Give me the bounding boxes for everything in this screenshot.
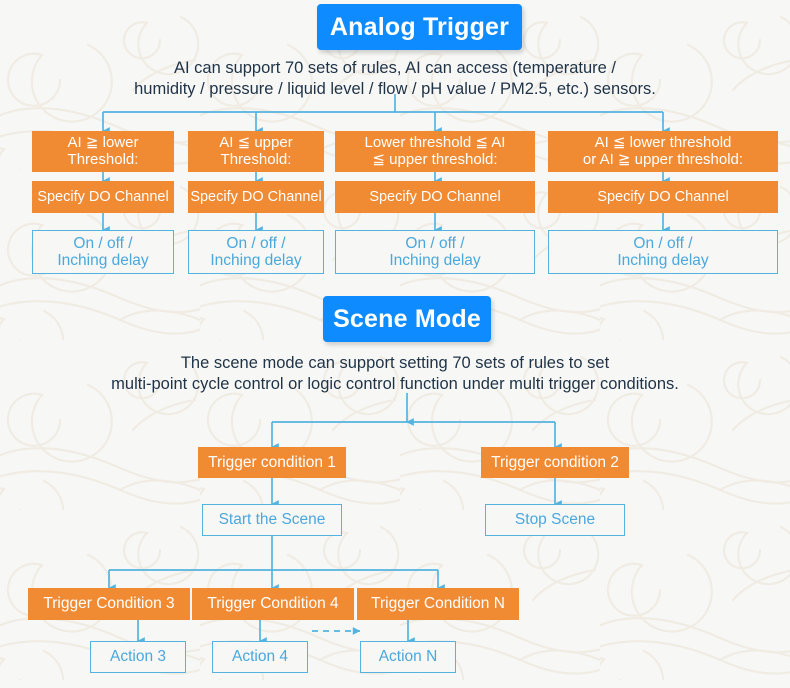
on-off-inching-delay-2[interactable]: On / off / Inching delay	[188, 230, 324, 274]
condition-box-2[interactable]: AI ≦ upper Threshold:	[188, 131, 324, 172]
condition-box-3-text: Lower threshold ≦ AI ≦ upper threshold:	[364, 133, 506, 168]
on-off-inching-delay-2-text: On / off / Inching delay	[210, 234, 302, 269]
action-n[interactable]: Action N	[360, 641, 456, 673]
scene-mode-description-line2: multi-point cycle control or logic contr…	[111, 375, 679, 393]
specify-do-channel-3[interactable]: Specify DO Channel	[335, 181, 535, 213]
specify-do-channel-1[interactable]: Specify DO Channel	[32, 181, 174, 213]
analog-trigger-description-line1: AI can support 70 sets of rules, AI can …	[173, 59, 617, 77]
start-the-scene[interactable]: Start the Scene	[202, 504, 342, 536]
condition-box-1-text: AI ≧ lower Threshold:	[67, 133, 139, 168]
action-3[interactable]: Action 3	[90, 641, 186, 673]
condition-box-3[interactable]: Lower threshold ≦ AI ≦ upper threshold:	[335, 131, 535, 172]
trigger-condition-4[interactable]: Trigger Condition 4	[192, 588, 354, 620]
scene-mode-title: Scene Mode	[323, 296, 491, 342]
scene-mode-description-line1: The scene mode can support setting 70 se…	[180, 354, 610, 372]
condition-box-4[interactable]: AI ≦ lower threshold or AI ≧ upper thres…	[548, 131, 778, 172]
on-off-inching-delay-3-text: On / off / Inching delay	[389, 234, 481, 269]
trigger-condition-2[interactable]: Trigger condition 2	[481, 447, 629, 478]
condition-box-1[interactable]: AI ≧ lower Threshold:	[32, 131, 174, 172]
trigger-condition-3[interactable]: Trigger Condition 3	[28, 588, 190, 620]
action-4[interactable]: Action 4	[212, 641, 308, 673]
stop-scene[interactable]: Stop Scene	[485, 504, 625, 536]
analog-trigger-description-line2: humidity / pressure / liquid level / flo…	[134, 80, 656, 98]
on-off-inching-delay-4-text: On / off / Inching delay	[617, 234, 709, 269]
trigger-condition-n[interactable]: Trigger Condition N	[357, 588, 519, 620]
specify-do-channel-2[interactable]: Specify DO Channel	[188, 181, 324, 213]
condition-box-2-text: AI ≦ upper Threshold:	[219, 133, 293, 168]
on-off-inching-delay-3[interactable]: On / off / Inching delay	[335, 230, 535, 274]
on-off-inching-delay-1-text: On / off / Inching delay	[57, 234, 149, 269]
on-off-inching-delay-4[interactable]: On / off / Inching delay	[548, 230, 778, 274]
analog-trigger-title: Analog Trigger	[317, 4, 522, 50]
specify-do-channel-4[interactable]: Specify DO Channel	[548, 181, 778, 213]
on-off-inching-delay-1[interactable]: On / off / Inching delay	[32, 230, 174, 274]
trigger-condition-1[interactable]: Trigger condition 1	[198, 447, 346, 478]
condition-box-4-text: AI ≦ lower threshold or AI ≧ upper thres…	[582, 133, 744, 168]
